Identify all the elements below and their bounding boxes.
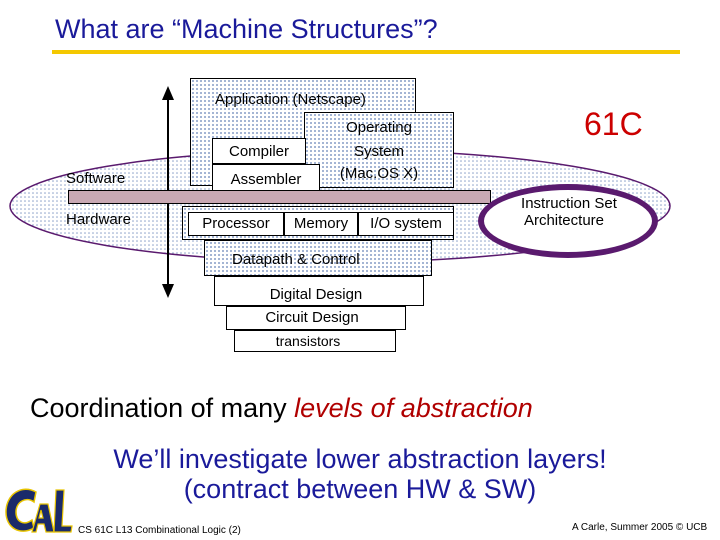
- memory-box: [284, 212, 358, 236]
- os-label-line3: (Mac.OS X): [339, 165, 419, 182]
- processor-box: [188, 212, 284, 236]
- assembler-label: Assembler: [230, 171, 302, 188]
- os-box: [304, 112, 454, 188]
- transistors-label: transistors: [275, 333, 341, 349]
- investigate-line-1: We’ll investigate lower abstraction laye…: [113, 444, 607, 474]
- datapath-box: [204, 240, 432, 276]
- processor-label: Processor: [202, 215, 270, 232]
- digital-design-label: Digital Design: [269, 286, 363, 303]
- software-label: Software: [66, 170, 126, 187]
- io-system-box: [358, 212, 454, 236]
- cal-logo: [5, 488, 73, 533]
- coordination-prefix: Coordination of many: [30, 393, 295, 423]
- compiler-box: [212, 138, 306, 164]
- datapath-label: Datapath & Control: [232, 251, 360, 268]
- circuit-design-label: Circuit Design: [265, 309, 359, 326]
- footer-left: CS 61C L13 Combinational Logic (2): [78, 525, 241, 536]
- page-title: What are “Machine Structures”?: [55, 14, 438, 44]
- title-underline: [52, 50, 680, 54]
- footer-right: A Carle, Summer 2005 © UCB: [572, 522, 708, 533]
- investigate-line-2: (contract between HW & SW): [183, 474, 537, 504]
- isa-highlight-ring: [478, 184, 658, 258]
- io-system-label: I/O system: [370, 215, 442, 232]
- os-label-line1: Operating: [346, 119, 412, 136]
- os-label-line2: System: [353, 143, 404, 160]
- compiler-label: Compiler: [228, 143, 289, 160]
- instruction-set-layer-bar: [68, 190, 491, 204]
- course-tag: 61C: [584, 106, 643, 142]
- isa-label-line1: Instruction Set: [521, 195, 617, 212]
- memory-label: Memory: [293, 215, 349, 232]
- hardware-label: Hardware: [66, 211, 132, 228]
- coordination-text: Coordination of many levels of abstracti…: [30, 393, 533, 424]
- isa-label-line2: Architecture: [523, 212, 605, 229]
- coordination-emphasis: levels of abstraction: [294, 393, 533, 423]
- transistors-box: [234, 330, 396, 352]
- circuit-design-box: [226, 306, 406, 330]
- application-label: Application (Netscape): [215, 91, 366, 108]
- digital-design-box: [214, 276, 424, 306]
